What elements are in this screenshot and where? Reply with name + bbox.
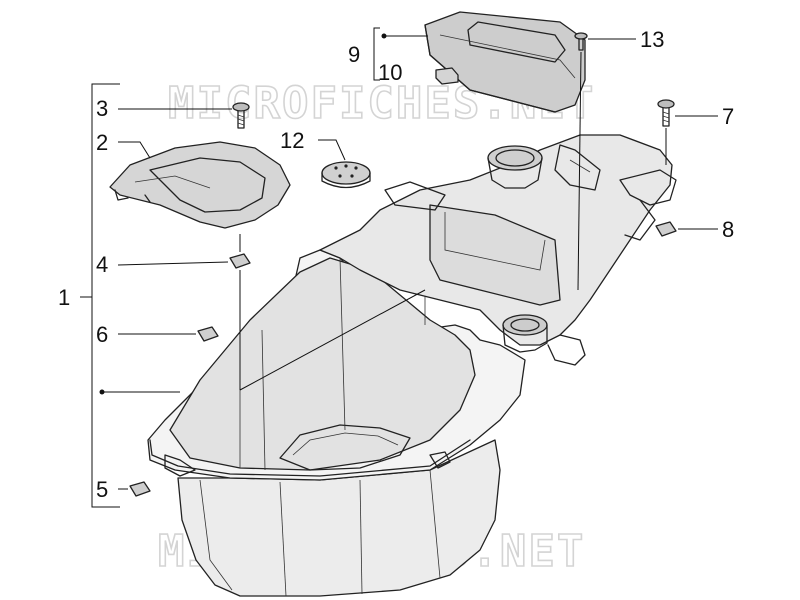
callout-7: 7 (722, 104, 734, 129)
part-10-pad (435, 67, 459, 85)
leader-lines (80, 27, 718, 508)
part-7-screw (657, 99, 675, 127)
part-4-clip (229, 253, 251, 269)
part-6-clip (197, 326, 219, 342)
callout-4: 4 (96, 252, 108, 277)
part-3-screw (232, 102, 250, 129)
callout-6: 6 (96, 322, 108, 347)
callout-10: 10 (378, 60, 402, 85)
part-5-clip (129, 481, 151, 497)
callout-labels: 1 2 3 4 5 6 7 8 9 10 12 13 (58, 27, 734, 502)
part-12-grommet (321, 161, 371, 189)
callout-12: 12 (280, 128, 304, 153)
part-8-clip (655, 221, 677, 237)
callout-13: 13 (640, 27, 664, 52)
helmet-compartment (147, 134, 677, 597)
part-2-cover (109, 141, 291, 229)
callout-2: 2 (96, 130, 108, 155)
callout-1: 1 (58, 285, 70, 310)
callout-5: 5 (96, 477, 108, 502)
callout-9: 9 (348, 42, 360, 67)
part-13-screw (574, 32, 588, 51)
callout-3: 3 (96, 96, 108, 121)
callout-8: 8 (722, 217, 734, 242)
